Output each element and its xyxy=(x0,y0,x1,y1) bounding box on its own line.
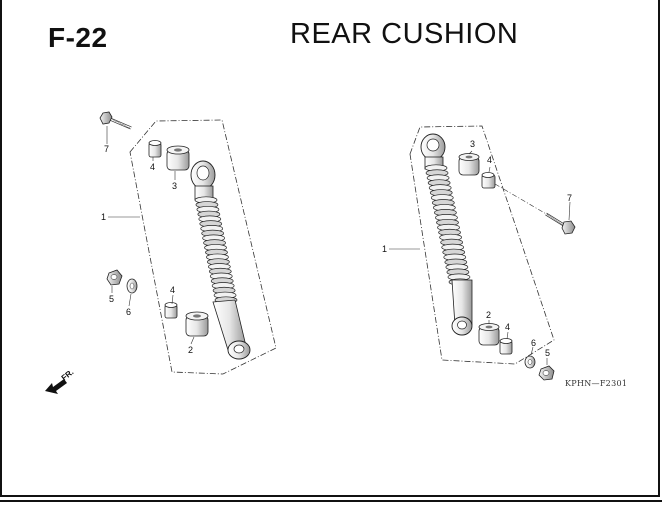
left-label-1: 1 xyxy=(101,212,106,222)
right-mount-axis xyxy=(494,183,549,216)
right-collar-lower-part xyxy=(499,338,513,355)
right-assembly: 3 4 7 1 2 4 6 5 xyxy=(382,125,576,381)
right-bushing-lower-part xyxy=(478,323,500,346)
right-label-3: 3 xyxy=(470,139,475,149)
right-label-5: 5 xyxy=(545,348,550,358)
left-label-4-lower: 4 xyxy=(170,285,175,295)
section-title: REAR CUSHION xyxy=(290,18,519,50)
right-nut-part xyxy=(538,365,555,381)
left-nut-part xyxy=(106,269,123,286)
right-bushing-upper-part xyxy=(458,153,480,176)
left-label-6: 6 xyxy=(126,307,131,317)
right-shock-absorber xyxy=(420,133,473,336)
left-bolt-part xyxy=(99,111,132,130)
right-assembly-boundary xyxy=(409,125,555,365)
right-bolt-part xyxy=(545,212,576,235)
right-collar-upper-part xyxy=(481,172,496,189)
left-bushing-lower-part xyxy=(185,311,209,337)
left-label-4-upper: 4 xyxy=(150,162,155,172)
left-assembly: 7 4 3 1 5 6 4 2 xyxy=(99,111,277,375)
left-label-2: 2 xyxy=(188,345,193,355)
left-label-7: 7 xyxy=(104,144,109,154)
right-label-7: 7 xyxy=(567,193,572,203)
diagram-frame xyxy=(0,0,660,497)
right-label-2: 2 xyxy=(486,310,491,320)
section-code: F-22 xyxy=(48,22,108,53)
right-label-4-upper: 4 xyxy=(487,155,492,165)
right-label-4-lower: 4 xyxy=(505,322,510,332)
right-label-1: 1 xyxy=(382,244,387,254)
left-washer-part xyxy=(126,278,138,294)
front-direction-label: FR. xyxy=(60,368,76,383)
left-label-3: 3 xyxy=(172,181,177,191)
front-direction-arrow: FR. xyxy=(45,368,75,394)
left-collar-lower-part xyxy=(164,302,178,319)
left-bushing-upper-part xyxy=(166,145,190,171)
right-washer-part xyxy=(524,355,536,369)
right-label-6: 6 xyxy=(531,338,536,348)
bottom-rule xyxy=(0,500,662,502)
drawing-reference: KPHN—F2301 xyxy=(565,379,627,388)
left-collar-upper-part xyxy=(148,140,162,158)
left-label-5: 5 xyxy=(109,294,114,304)
left-shock-absorber xyxy=(190,160,251,360)
